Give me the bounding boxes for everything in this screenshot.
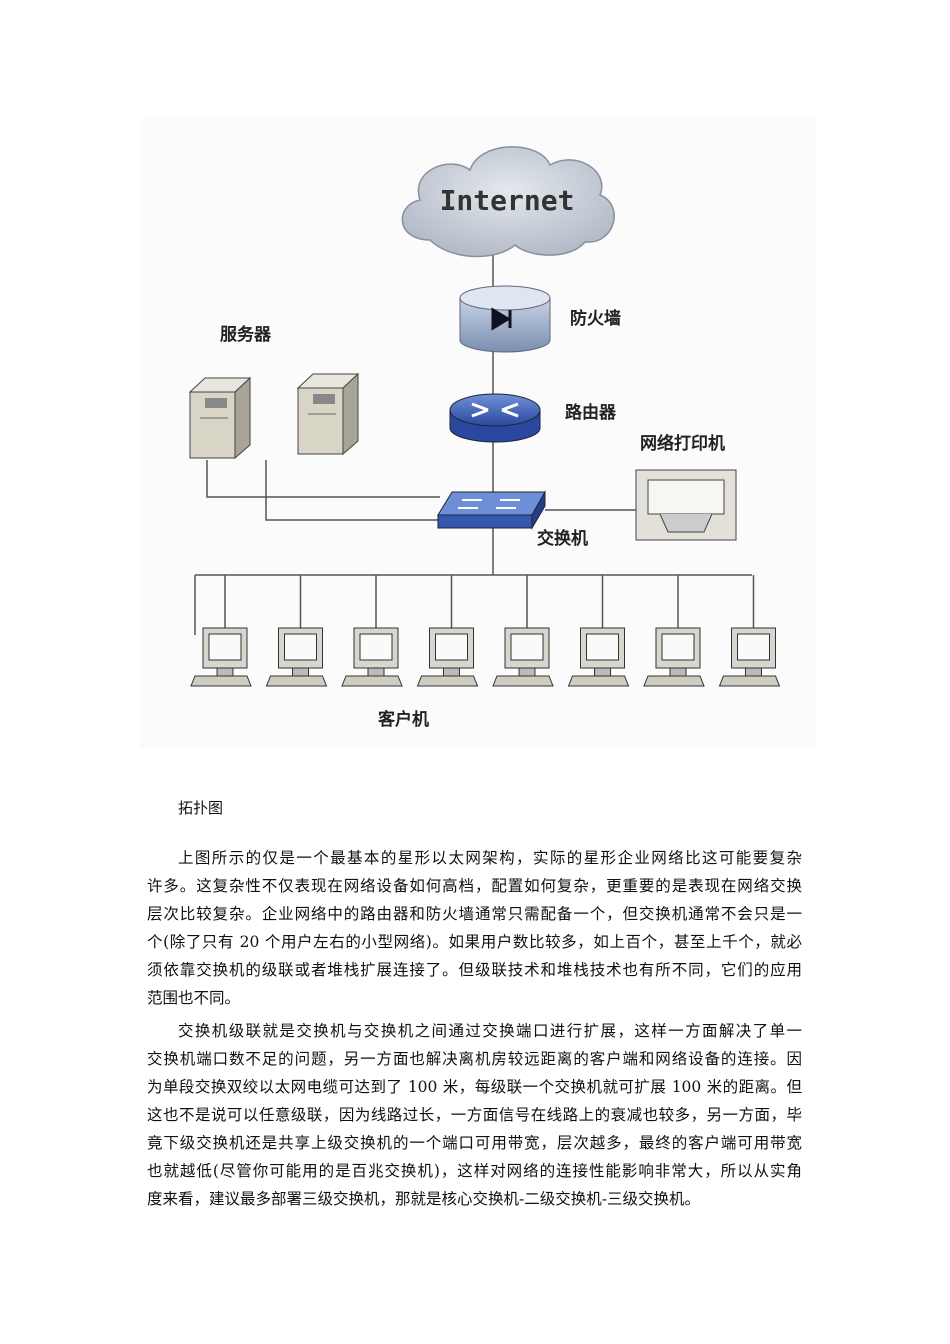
paragraph-line: 交换机级联就是交换机与交换机之间通过交换端口进行扩展，这样一方面解决了单一: [178, 1022, 802, 1040]
paragraph-line: 也就越低(尽管你可能用的是百兆交换机)，这样对网络的连接性能影响非常大，所以从实…: [147, 1162, 802, 1180]
paragraph-switch-cascading: 交换机级联就是交换机与交换机之间通过交换端口进行扩展，这样一方面解决了单一交换机…: [147, 1017, 802, 1213]
client-computer-icon: [190, 627, 252, 687]
server-icon: [296, 372, 360, 456]
paragraph-line: 个(除了只有 20 个用户左右的小型网络)。如果用户数比较多，如上百个，甚至上千…: [147, 933, 802, 951]
paragraph-line: 竟下级交换机还是共享上级交换机的一个端口可用带宽，层次越多，最终的客户端可用带宽: [147, 1134, 802, 1152]
switch-icon: [437, 490, 546, 530]
paragraph-line: 层次比较复杂。企业网络中的路由器和防火墙通常只需配备一个，但交换机通常不会只是一: [147, 905, 802, 923]
figure-caption: 拓扑图: [178, 799, 224, 817]
paragraph-line: 为单段交换双绞以太网电缆可达到了 100 米，每级联一个交换机就可扩展 100 …: [147, 1078, 802, 1096]
paragraph-line: 上图所示的仅是一个最基本的星形以太网架构，实际的星形企业网络比这可能要复杂: [178, 849, 802, 867]
router-label: 路由器: [565, 402, 617, 423]
clients-label: 客户机: [377, 709, 429, 730]
internet-cloud-icon: Internet: [401, 146, 615, 258]
client-computer-icon: [265, 627, 328, 687]
client-computer-icon: [718, 627, 781, 687]
router-icon: [449, 393, 541, 443]
paragraph-star-topology: 上图所示的仅是一个最基本的星形以太网架构，实际的星形企业网络比这可能要复杂许多。…: [147, 844, 802, 1012]
paragraph-line: 范围也不同。: [147, 989, 241, 1007]
network-topology-diagram: Internet 防火墙 路由器 交换机 服务器 网络打印机: [140, 118, 815, 748]
switch-label: 交换机: [537, 528, 588, 549]
servers-label: 服务器: [220, 324, 272, 345]
network-printer-icon: [635, 469, 737, 541]
client-computer-icon: [567, 627, 630, 687]
firewall-icon: [459, 285, 551, 353]
printer-label: 网络打印机: [640, 433, 725, 454]
paragraph-line: 度来看，建议最多部署三级交换机，那就是核心交换机-二级交换机-三级交换机。: [147, 1190, 700, 1208]
internet-label: Internet: [440, 184, 575, 217]
client-computer-icon: [643, 627, 705, 687]
paragraph-line: 须依靠交换机的级联或者堆栈扩展连接了。但级联技术和堆栈技术也有所不同，它们的应用: [147, 961, 802, 979]
client-computer-icon: [416, 627, 479, 687]
client-computer-icon: [341, 627, 403, 687]
client-computer-icon: [492, 627, 554, 687]
paragraph-line: 这也不是说可以任意级联，因为线路过长，一方面信号在线路上的衰减也较多，另一方面，…: [147, 1106, 802, 1124]
server-icon: [188, 376, 252, 460]
paragraph-line: 许多。这复杂性不仅表现在网络设备如何高档，配置如何复杂，更重要的是表现在网络交换: [147, 877, 802, 895]
firewall-label: 防火墙: [570, 308, 621, 329]
paragraph-line: 交换机端口数不足的问题，另一方面也解决离机房较远距离的客户端和网络设备的连接。因: [147, 1050, 802, 1068]
